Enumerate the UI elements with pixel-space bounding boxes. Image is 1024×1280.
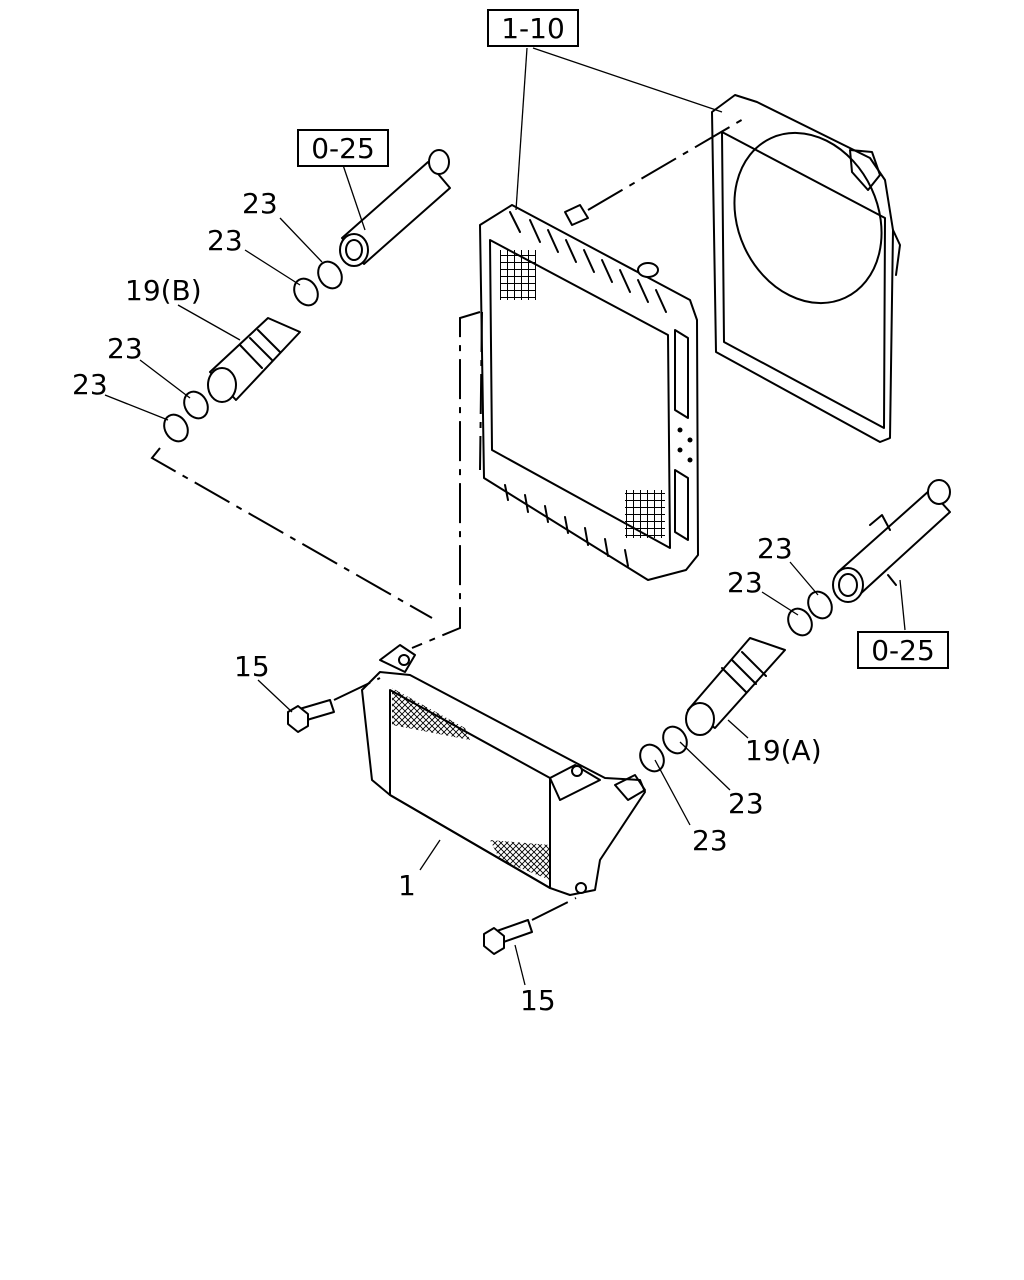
upper-pipe-left: [339, 149, 451, 267]
callout-23: 23: [727, 566, 763, 599]
callout-23: 23: [107, 332, 143, 365]
ref-label-right: 0-25: [871, 634, 935, 667]
callout-19a: 19(A): [745, 734, 822, 767]
callout-23: 23: [72, 368, 108, 401]
assembly-lines: [150, 117, 746, 921]
bolt-upper: [287, 699, 335, 733]
hose-19b: [207, 317, 301, 403]
callout-23: 23: [757, 532, 793, 565]
callout-23: 23: [207, 224, 243, 257]
intercooler: [361, 644, 646, 896]
callout-15: 15: [234, 650, 270, 683]
ref-box-right[interactable]: 0-25: [857, 631, 949, 669]
callout-23: 23: [242, 187, 278, 220]
callout-19b: 19(B): [125, 274, 202, 307]
clamps: [163, 260, 833, 773]
callout-1: 1: [398, 869, 416, 902]
fan-shroud: [711, 94, 901, 443]
lower-pipe-right: [832, 479, 951, 603]
ref-label-top: 1-10: [501, 12, 565, 45]
leader-lines: [104, 47, 906, 986]
ref-label-left: 0-25: [311, 132, 375, 165]
ref-box-left[interactable]: 0-25: [297, 129, 389, 167]
callout-15: 15: [520, 984, 556, 1017]
bolt-lower: [483, 919, 533, 955]
hose-19a: [685, 637, 786, 736]
callout-23: 23: [692, 824, 728, 857]
callout-23: 23: [728, 787, 764, 820]
radiator: [479, 204, 699, 581]
ref-box-top[interactable]: 1-10: [487, 9, 579, 47]
